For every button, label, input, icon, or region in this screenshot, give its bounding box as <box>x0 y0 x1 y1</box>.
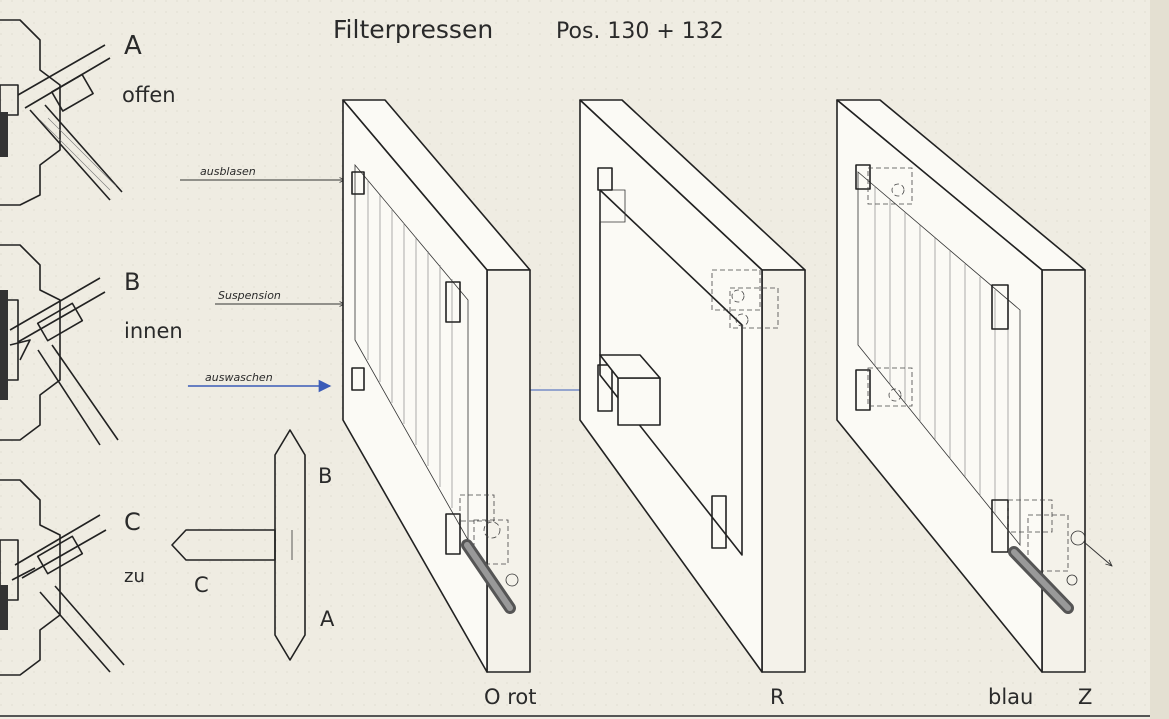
port-label-auswaschen: auswaschen <box>205 371 273 384</box>
plate-label-z: Z <box>1078 685 1092 709</box>
valve-c-label: zu <box>124 566 145 587</box>
plate-label-r: R <box>770 685 785 709</box>
port-label-suspension: Suspension <box>218 289 281 302</box>
filter-plate-blau <box>836 99 1112 673</box>
valve-a-label: offen <box>122 83 176 107</box>
port-label-ausblasen: ausblasen <box>200 165 256 178</box>
valve-state-c <box>0 479 125 676</box>
valve-handle <box>171 429 306 661</box>
valve-state-a <box>0 19 123 206</box>
valve-c-letter: C <box>124 508 141 536</box>
plate-label-blau: blau <box>988 685 1033 709</box>
position-label: Pos. 130 + 132 <box>556 19 724 44</box>
handle-label-left: C <box>194 573 209 597</box>
handle-label-top: B <box>318 464 332 488</box>
valve-b-letter: B <box>124 268 140 296</box>
valve-a-letter: A <box>124 31 142 61</box>
handle-label-bottom: A <box>320 607 335 631</box>
filter-plate-rot <box>342 99 531 673</box>
valve-state-b <box>0 244 119 446</box>
valve-b-label: innen <box>124 319 183 343</box>
diagram-title: Filterpressen <box>333 15 493 44</box>
filter-frame-r <box>579 99 806 673</box>
plate-label-rot: O rot <box>484 685 536 709</box>
